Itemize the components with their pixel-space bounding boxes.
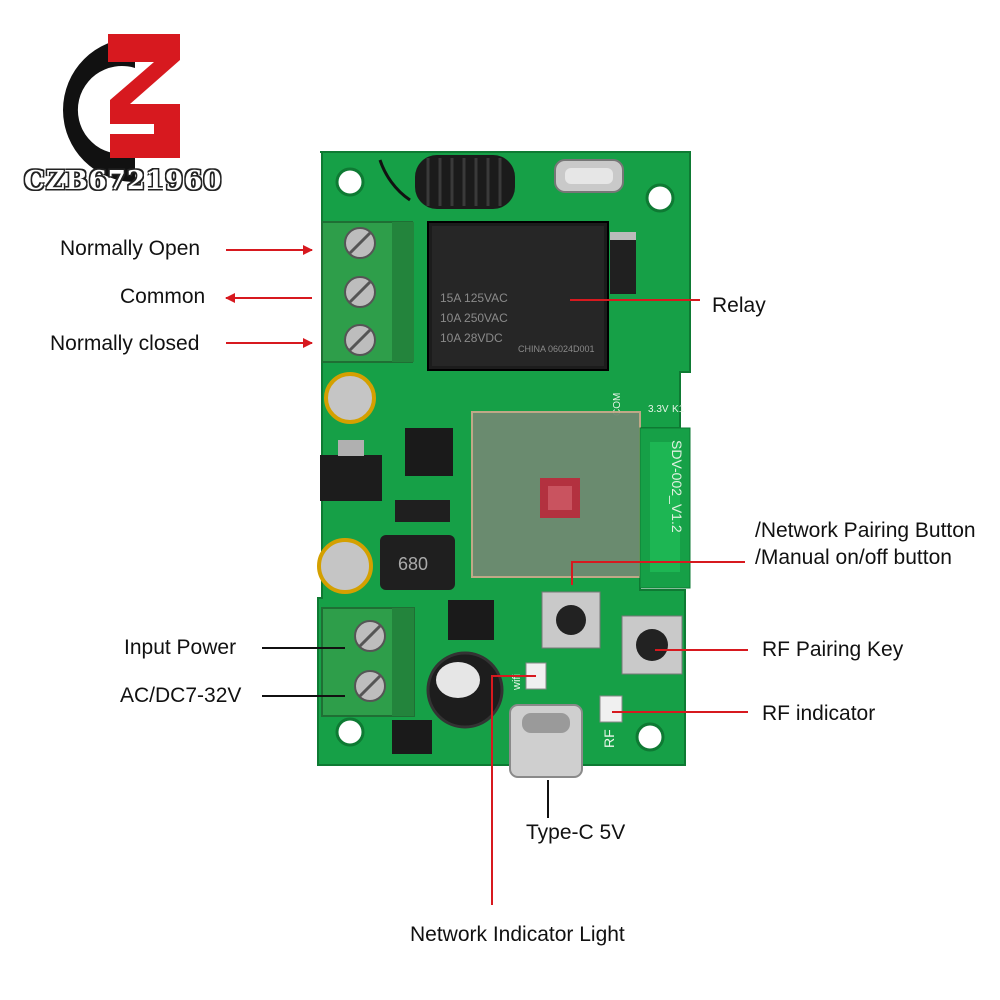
label-network-indicator-light: Network Indicator Light xyxy=(410,923,625,946)
label-ac-dc-voltage: AC/DC7-32V xyxy=(120,684,242,707)
transistor xyxy=(392,720,432,754)
line-network-indicator xyxy=(491,675,536,905)
brand-name: CZB6721960 xyxy=(24,166,223,196)
voltage-regulator xyxy=(320,455,382,501)
mount-hole xyxy=(335,717,365,747)
relay-rating-1: 15A 125VAC xyxy=(440,291,508,305)
label-normally-closed: Normally closed xyxy=(50,332,200,355)
ic-chip xyxy=(405,428,453,476)
silk-com: COM xyxy=(612,393,623,416)
silk-k1: K1 xyxy=(672,404,685,415)
label-input-power: Input Power xyxy=(124,636,237,659)
capacitor xyxy=(324,372,376,424)
network-pairing-button-component xyxy=(541,591,601,649)
silk-rf: RF xyxy=(601,729,617,748)
relay-rating-2: 10A 250VAC xyxy=(440,311,508,325)
rf-pairing-key-component xyxy=(621,615,683,675)
relay-component: 15A 125VAC 10A 250VAC 10A 28VDC CHINA 06… xyxy=(427,221,609,371)
brand-logo xyxy=(63,34,180,182)
diode xyxy=(610,232,636,294)
line-network-pairing xyxy=(571,561,745,585)
silk-3v3: 3.3V xyxy=(648,404,669,415)
silk-wifi: wifi xyxy=(511,674,523,691)
output-terminal-block xyxy=(321,221,414,363)
logo-z-shape xyxy=(108,34,180,158)
logo-c-shape xyxy=(63,38,135,182)
mount-hole xyxy=(335,167,365,197)
inductor xyxy=(380,535,455,590)
diode xyxy=(395,500,450,522)
label-network-pairing-button: /Network Pairing Button xyxy=(755,519,976,542)
mount-hole xyxy=(635,722,665,752)
module-label: SDV-002_V1.2 xyxy=(669,440,685,533)
antenna-coil xyxy=(378,155,515,209)
input-terminal-block xyxy=(321,607,415,717)
ic-chip xyxy=(448,600,494,640)
mount-hole xyxy=(645,183,675,213)
capacitor xyxy=(317,538,373,594)
label-type-c: Type-C 5V xyxy=(526,821,626,844)
label-rf-pairing-key: RF Pairing Key xyxy=(762,638,904,661)
inductor-label: 680 xyxy=(398,554,428,574)
label-rf-indicator: RF indicator xyxy=(762,702,876,725)
rf-led xyxy=(599,695,623,723)
relay-rating-3: 10A 28VDC xyxy=(440,331,503,345)
label-normally-open: Normally Open xyxy=(60,237,201,260)
label-manual-onoff-button: /Manual on/off button xyxy=(755,546,952,569)
label-relay: Relay xyxy=(712,294,766,317)
relay-model: CHINA 06024D001 xyxy=(518,344,595,354)
label-common: Common xyxy=(120,285,206,308)
